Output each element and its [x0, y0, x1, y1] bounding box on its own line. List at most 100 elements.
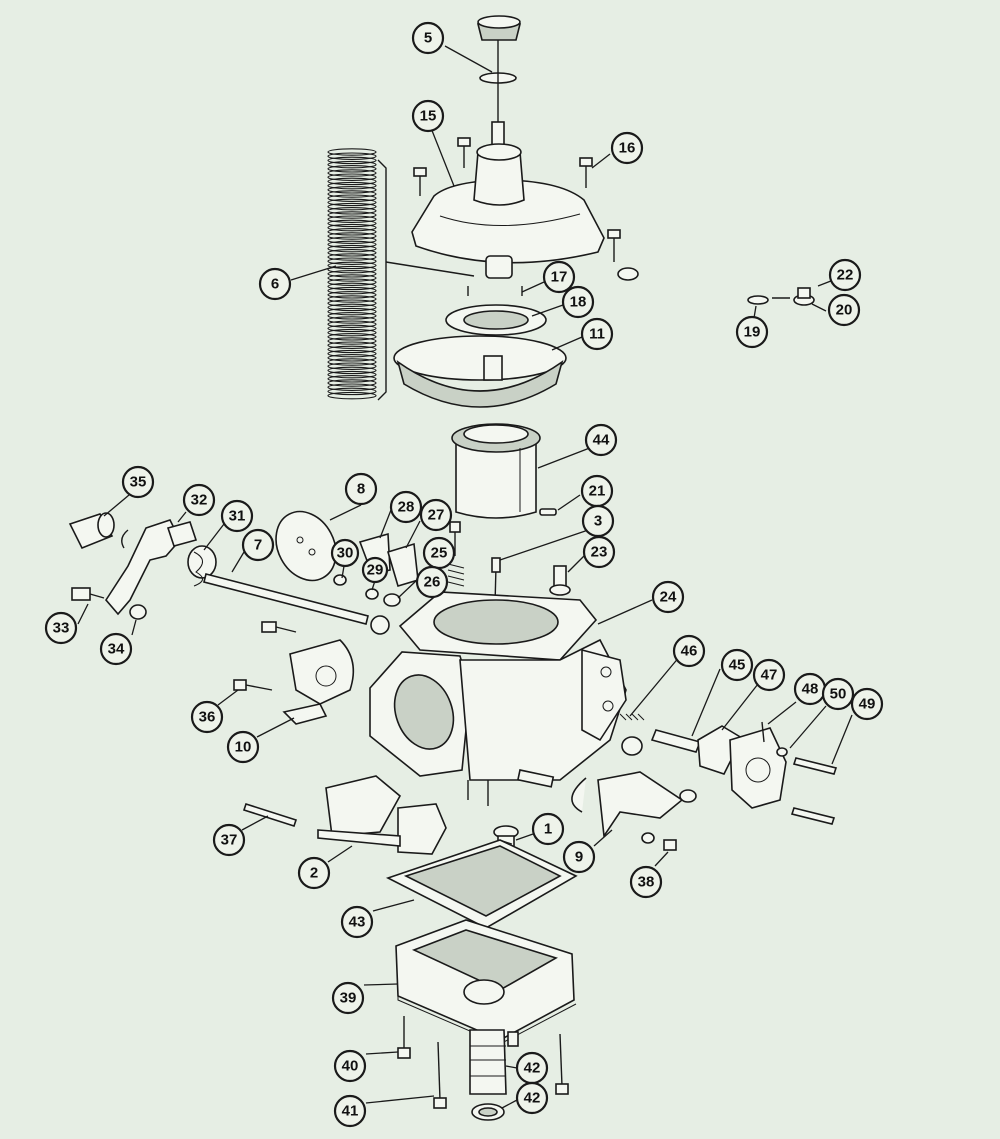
callout-37: 37	[212, 823, 246, 857]
spring-coil	[327, 177, 377, 186]
spring-coil	[327, 295, 377, 303]
svg-text:24: 24	[660, 589, 677, 606]
callout-24: 24	[651, 580, 685, 614]
spring-coil	[327, 181, 377, 190]
svg-text:21: 21	[589, 483, 606, 500]
spring-coil	[327, 299, 377, 307]
spring-coil	[327, 354, 377, 362]
svg-text:23: 23	[591, 544, 608, 561]
spring-coil	[327, 303, 377, 312]
spring-coil	[327, 236, 377, 244]
spring-coil	[327, 278, 377, 286]
leader-lines	[77, 45, 853, 1109]
part-lever-housing	[571, 771, 697, 851]
spring-coil	[327, 379, 377, 387]
spring-coil	[327, 366, 377, 375]
callout-15: 15	[411, 99, 445, 133]
callout-9: 9	[562, 840, 596, 874]
spring-coil	[327, 349, 377, 358]
svg-text:9: 9	[575, 849, 583, 866]
svg-text:44: 44	[593, 432, 610, 449]
callout-18: 18	[561, 285, 595, 319]
svg-text:45: 45	[729, 657, 746, 674]
callout-43: 43	[340, 905, 374, 939]
part-carburettor-body	[369, 591, 627, 806]
callout-25: 25	[422, 536, 456, 570]
callout-49: 49	[850, 687, 884, 721]
spring-coil	[327, 270, 377, 278]
svg-text:20: 20	[836, 302, 853, 319]
part-throttle-disc	[275, 510, 337, 582]
svg-text:32: 32	[191, 492, 208, 509]
svg-text:25: 25	[431, 545, 448, 562]
spring-coil	[327, 228, 377, 236]
svg-text:39: 39	[340, 990, 357, 1007]
spring-coil	[327, 324, 377, 333]
svg-text:17: 17	[551, 269, 568, 286]
svg-text:22: 22	[837, 267, 854, 284]
callout-44: 44	[584, 423, 618, 457]
callout-30: 30	[330, 538, 360, 568]
spring-coil	[327, 316, 377, 324]
callout-16: 16	[610, 131, 644, 165]
parts-drawing	[68, 15, 838, 1121]
svg-text:19: 19	[744, 324, 761, 341]
part-plug-washer	[747, 287, 815, 306]
callout-11: 11	[580, 317, 614, 351]
callout-6: 6	[258, 267, 292, 301]
spring-coil	[327, 387, 377, 396]
part-throttle-linkage	[68, 512, 217, 620]
part-pin-21	[539, 508, 557, 516]
part-spring	[327, 148, 377, 400]
spring-coil	[327, 253, 377, 261]
svg-text:49: 49	[859, 696, 876, 713]
svg-text:2: 2	[310, 865, 318, 882]
spring-coil	[327, 362, 377, 370]
callout-29: 29	[361, 556, 389, 584]
callout-46: 46	[672, 634, 706, 668]
svg-text:7: 7	[254, 537, 262, 554]
callout-17: 17	[542, 260, 576, 294]
svg-text:42: 42	[524, 1060, 541, 1077]
callout-38: 38	[629, 865, 663, 899]
part-choke-assembly	[233, 621, 355, 725]
callout-27: 27	[419, 498, 453, 532]
part-pin-37	[242, 802, 298, 828]
callout-21: 21	[580, 474, 614, 508]
svg-text:40: 40	[342, 1058, 359, 1075]
callout-7: 7	[241, 528, 275, 562]
spring-coil	[327, 148, 377, 156]
spring-coil	[327, 328, 377, 337]
callout-47: 47	[752, 658, 786, 692]
part-screws-16	[413, 137, 639, 281]
svg-text:15: 15	[420, 108, 437, 125]
spring-coil	[327, 244, 377, 253]
svg-text:47: 47	[761, 667, 778, 684]
svg-text:42: 42	[524, 1090, 541, 1107]
svg-text:16: 16	[619, 140, 636, 157]
spring-coil	[327, 333, 377, 341]
spring-coil	[327, 223, 377, 232]
part-damper-cap	[476, 15, 522, 150]
callout-39: 39	[331, 981, 365, 1015]
callout-28: 28	[389, 490, 423, 524]
svg-text:10: 10	[235, 739, 252, 756]
callout-10: 10	[226, 730, 260, 764]
svg-text:6: 6	[271, 276, 279, 293]
callout-8: 8	[344, 472, 378, 506]
part-suction-chamber	[411, 143, 605, 279]
spring-coil	[327, 291, 377, 299]
spring-coil	[327, 345, 377, 354]
callout-35: 35	[121, 465, 155, 499]
spring-coil	[327, 375, 377, 383]
callout-41: 41	[333, 1094, 367, 1128]
spring-coil	[327, 207, 377, 215]
callout-26: 26	[415, 565, 449, 599]
spring-coil	[327, 169, 377, 177]
spring-coil	[327, 370, 377, 379]
svg-text:33: 33	[53, 620, 70, 637]
callout-1: 1	[531, 812, 565, 846]
callout-2: 2	[297, 856, 331, 890]
callout-22: 22	[828, 258, 862, 292]
part-float	[317, 775, 447, 855]
